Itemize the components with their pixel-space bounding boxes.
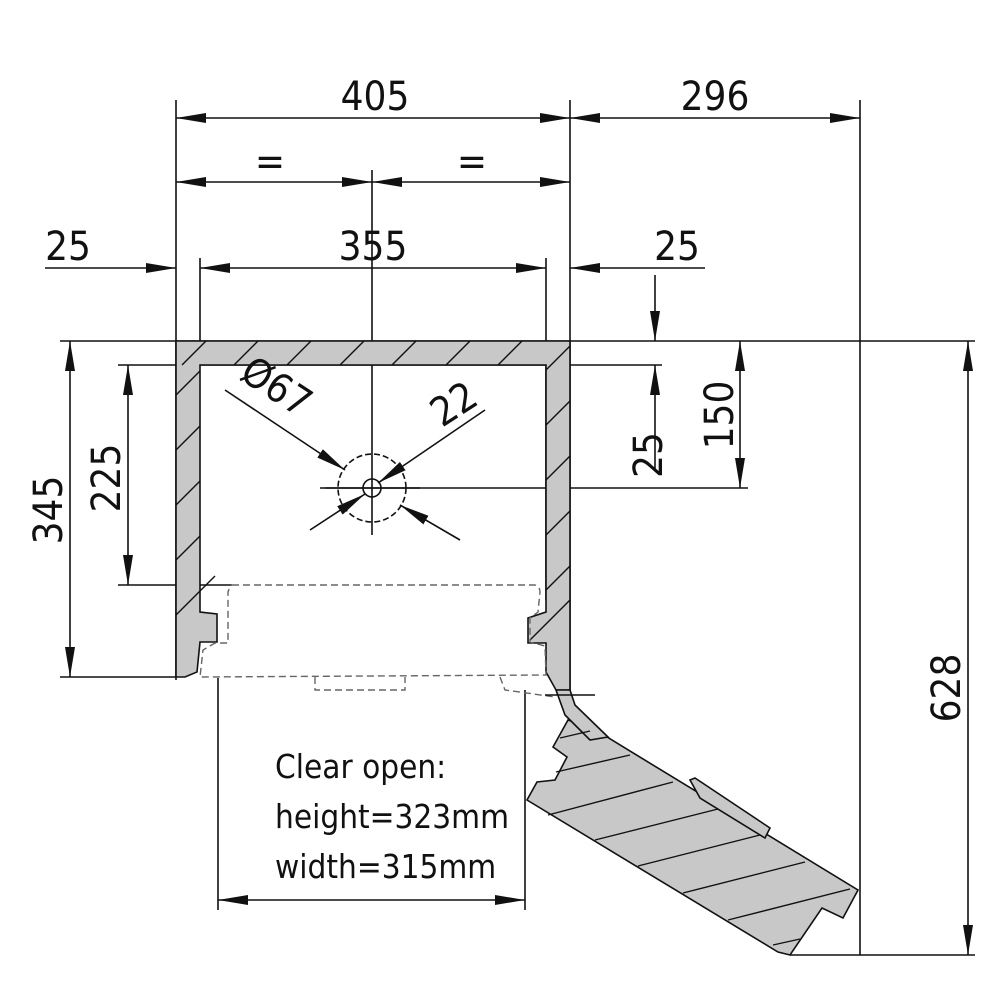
note-height: height=323mm [275, 797, 509, 836]
dim-right-wall: 25 [654, 224, 700, 270]
dim-overall-width: 405 [341, 74, 410, 120]
note-width: width=315mm [275, 847, 496, 886]
dim-hole-depth: 150 [697, 381, 743, 450]
dim-inner-width: 355 [339, 224, 408, 270]
cabinet-section [175, 340, 571, 691]
dim-hole-inner: 22 [422, 373, 485, 437]
dim-equal-right: = [457, 139, 487, 185]
dim-right-offset: 296 [681, 74, 750, 120]
closed-door-outline [199, 584, 556, 698]
dim-overall-depth: 345 [26, 476, 72, 545]
dim-door-swing-depth: 628 [924, 654, 970, 723]
dim-inner-depth: 225 [84, 444, 130, 513]
dim-left-wall: 25 [45, 224, 91, 270]
note-title: Clear open: [275, 747, 446, 786]
dim-equal-left: = [255, 139, 285, 185]
dim-top-wall: 25 [626, 432, 672, 478]
door-hatching [547, 730, 851, 946]
hole-symbol [325, 453, 420, 523]
open-door-section [525, 689, 860, 956]
dimension-lines [45, 113, 973, 955]
wall-hatching [175, 340, 571, 641]
